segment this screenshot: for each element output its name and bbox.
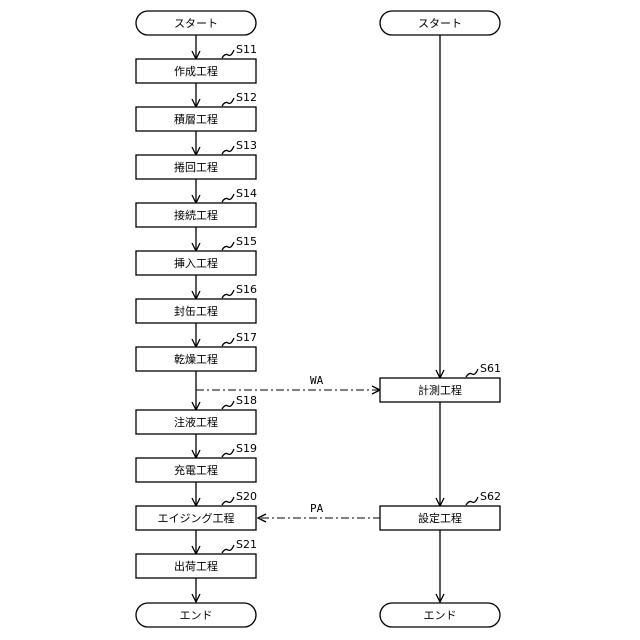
leader-line <box>222 50 234 58</box>
process-label: 捲回工程 <box>174 160 218 174</box>
right-end-terminal: エンド <box>380 603 500 627</box>
step-id: S18 <box>236 394 257 407</box>
leader-line <box>222 338 234 346</box>
leader-line <box>222 242 234 250</box>
left-start-terminal: スタート <box>136 11 256 35</box>
process-label: 注液工程 <box>174 415 218 429</box>
terminal-label: スタート <box>418 17 462 30</box>
process-label: エイジング工程 <box>158 511 235 525</box>
step-id: S12 <box>236 91 257 104</box>
step-id: S16 <box>236 283 257 296</box>
process-label: 積層工程 <box>174 112 218 126</box>
step-id: S21 <box>236 538 257 551</box>
process-label: 出荷工程 <box>174 559 218 573</box>
process-label: 設定工程 <box>418 511 462 525</box>
process-label: 挿入工程 <box>174 256 218 270</box>
cross-connectors: WA PA <box>196 374 381 518</box>
step-id: S11 <box>236 43 257 56</box>
leader-line <box>466 497 478 505</box>
leader-line <box>222 401 234 409</box>
process-label: 作成工程 <box>174 65 218 78</box>
step-id: S20 <box>236 490 257 503</box>
terminal-label: エンド <box>180 609 213 622</box>
step-id: S61 <box>480 362 501 375</box>
step-id: S62 <box>480 490 501 503</box>
step-id: S13 <box>236 139 257 152</box>
process-label: 計測工程 <box>418 383 462 397</box>
process-label: 接続工程 <box>174 208 218 222</box>
wa-label: WA <box>310 374 324 387</box>
pa-label: PA <box>310 502 324 515</box>
leader-line <box>222 545 234 553</box>
leader-line <box>222 449 234 457</box>
step-id: S17 <box>236 331 257 344</box>
leader-line <box>466 369 478 377</box>
left-end-terminal: エンド <box>136 603 256 627</box>
process-label: 乾燥工程 <box>174 353 218 366</box>
process-label: 充電工程 <box>174 463 218 477</box>
step-id: S15 <box>236 235 257 248</box>
leader-line <box>222 146 234 154</box>
step-id: S14 <box>236 187 257 200</box>
leader-line <box>222 290 234 298</box>
right-start-terminal: スタート <box>380 11 500 35</box>
terminal-label: エンド <box>424 609 457 622</box>
leader-line <box>222 194 234 202</box>
process-label: 封缶工程 <box>174 304 218 318</box>
leader-line <box>222 497 234 505</box>
step-id: S19 <box>236 442 257 455</box>
terminal-label: スタート <box>174 17 218 30</box>
leader-line <box>222 98 234 106</box>
